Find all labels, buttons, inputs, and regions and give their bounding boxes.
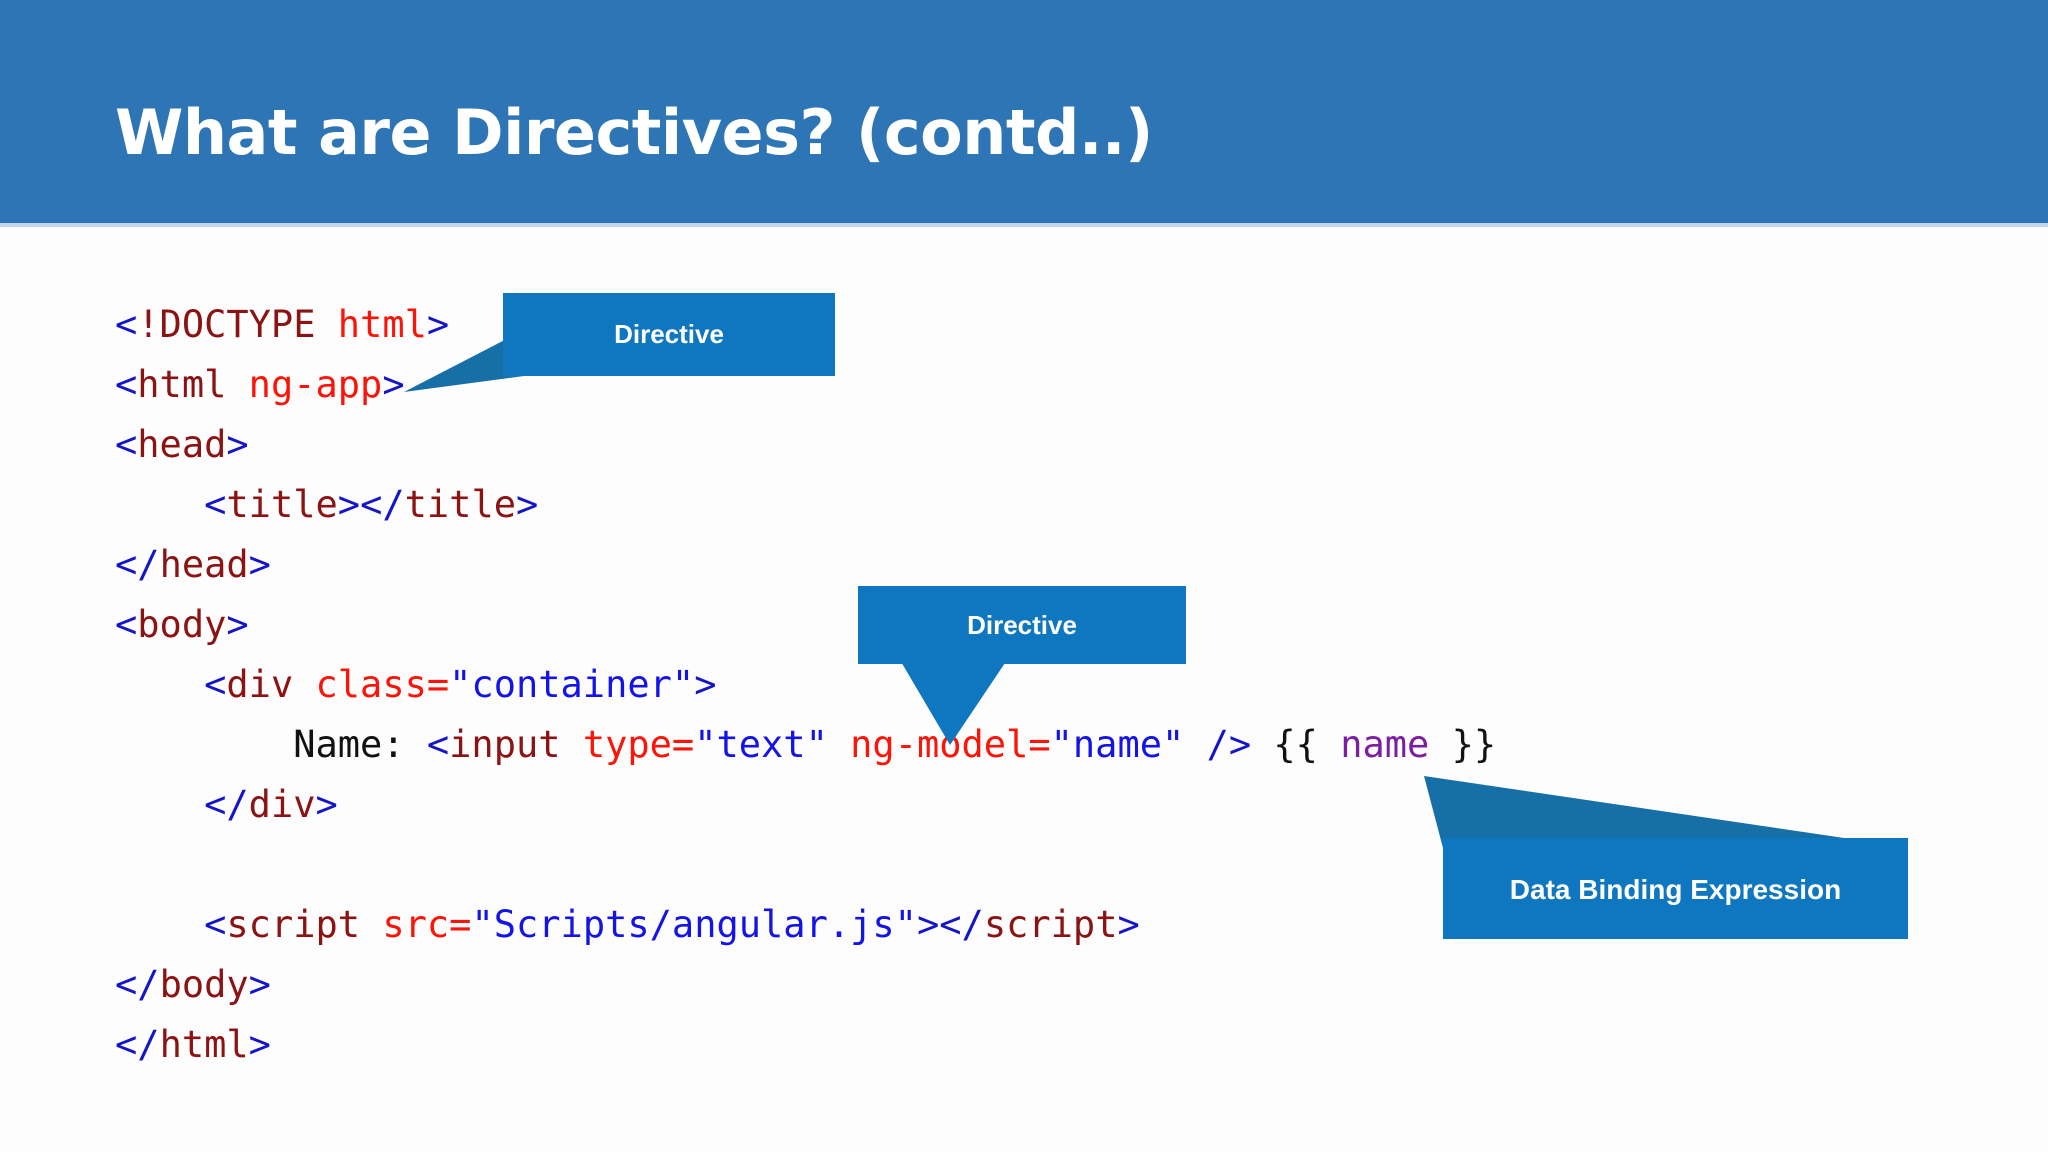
callout-directive-ngmodel-label: Directive — [967, 610, 1077, 640]
line-input: Name: <input type="text" ng-model="name"… — [115, 715, 1496, 775]
slide-header-band — [0, 0, 2048, 223]
code-token-tag: body — [159, 963, 249, 1006]
code-token-tag: title — [404, 483, 517, 526]
callout-tail-directive-ngmodel — [900, 660, 1007, 745]
code-token-text — [1184, 723, 1206, 766]
code-token-value: "name" — [1050, 723, 1185, 766]
code-token-bracket: > — [426, 303, 450, 346]
code-token-text: Name: — [115, 723, 427, 766]
callout-databinding[interactable]: Data Binding Expression — [1443, 838, 1908, 939]
line-body-close: </body> — [115, 955, 1496, 1015]
code-token-bracket: < — [204, 663, 227, 706]
code-token-bracket: > — [226, 603, 249, 646]
line-script: <script src="Scripts/angular.js"></scrip… — [115, 895, 1496, 955]
code-token-attr: ng-app — [248, 363, 383, 406]
callout-tail-directive-ngapp — [404, 330, 524, 392]
code-token-attr: type= — [582, 723, 695, 766]
line-div-open: <div class="container"> — [115, 655, 1496, 715]
code-token-tag: !DOCTYPE — [137, 303, 338, 346]
code-token-bracket: < — [204, 483, 227, 526]
code-token-tag: script — [983, 903, 1118, 946]
code-token-text — [115, 483, 204, 526]
code-token-text — [828, 723, 850, 766]
code-token-value: "Scripts/angular.js" — [471, 903, 917, 946]
code-token-tag: head — [137, 423, 227, 466]
code-token-bracket: </ — [115, 543, 160, 586]
code-token-bracket: < — [426, 723, 450, 766]
code-token-value: "container" — [449, 663, 695, 706]
code-token-bracket: < — [115, 423, 138, 466]
page-title: What are Directives? (contd..) — [115, 96, 1153, 169]
header-underline — [0, 223, 2048, 227]
code-token-tag: div — [248, 783, 316, 826]
line-html-open: <html ng-app> — [115, 355, 1496, 415]
code-token-bracket: < — [115, 363, 138, 406]
code-token-expr: name — [1340, 723, 1430, 766]
code-token-bracket: > — [248, 1023, 271, 1066]
code-token-bracket: > — [916, 903, 940, 946]
code-token-tag: title — [226, 483, 338, 526]
code-token-bracket: > — [516, 483, 539, 526]
code-token-bracket: > — [694, 663, 717, 706]
callout-directive-ngapp[interactable]: Directive — [503, 293, 835, 376]
code-token-bracket: </ — [360, 483, 405, 526]
code-token-bracket: </ — [939, 903, 984, 946]
code-token-tag: html — [137, 363, 249, 406]
code-token-bracket: > — [1117, 903, 1140, 946]
code-token-bracket: > — [226, 423, 249, 466]
line-doctype: <!DOCTYPE html> — [115, 295, 1496, 355]
code-token-tag: html — [159, 1023, 249, 1066]
line-div-close: </div> — [115, 775, 1496, 835]
code-token-brace: {{ — [1273, 723, 1341, 766]
code-token-tag: script — [226, 903, 383, 946]
code-token-text — [115, 903, 204, 946]
code-token-bracket: > — [248, 963, 271, 1006]
code-token-bracket: > — [382, 363, 405, 406]
code-block: <!DOCTYPE html><html ng-app><head> <titl… — [115, 295, 1496, 1075]
line-title: <title></title> — [115, 475, 1496, 535]
code-token-brace: }} — [1429, 723, 1497, 766]
code-token-bracket: < — [115, 603, 138, 646]
code-token-tag: input — [449, 723, 583, 766]
code-token-attr: src= — [382, 903, 472, 946]
code-token-bracket: < — [204, 903, 227, 946]
line-head-close: </head> — [115, 535, 1496, 595]
code-token-text — [1251, 723, 1273, 766]
code-token-text — [115, 663, 204, 706]
code-token-tag: head — [159, 543, 249, 586]
code-token-bracket: > — [315, 783, 338, 826]
line-body-open: <body> — [115, 595, 1496, 655]
code-token-attr: html — [337, 303, 427, 346]
code-token-bracket: </ — [115, 1023, 160, 1066]
code-token-text — [115, 783, 204, 826]
code-token-attr: class= — [315, 663, 450, 706]
callout-directive-ngapp-label: Directive — [614, 319, 724, 349]
code-token-bracket: </ — [204, 783, 249, 826]
callout-databinding-label: Data Binding Expression — [1509, 874, 1842, 905]
code-token-tag: body — [137, 603, 227, 646]
line-head-open: <head> — [115, 415, 1496, 475]
line-blank — [115, 835, 1496, 895]
code-token-bracket: > — [248, 543, 271, 586]
code-token-bracket: > — [337, 483, 361, 526]
callout-tail-databinding — [1424, 776, 1844, 848]
code-token-bracket: < — [115, 303, 138, 346]
line-html-close: </html> — [115, 1015, 1496, 1075]
code-token-tag: div — [226, 663, 316, 706]
callout-directive-ngmodel[interactable]: Directive — [858, 586, 1186, 664]
code-token-text — [115, 843, 137, 886]
code-token-value: "text" — [694, 723, 828, 766]
code-token-bracket: /> — [1206, 723, 1252, 766]
code-token-bracket: </ — [115, 963, 160, 1006]
